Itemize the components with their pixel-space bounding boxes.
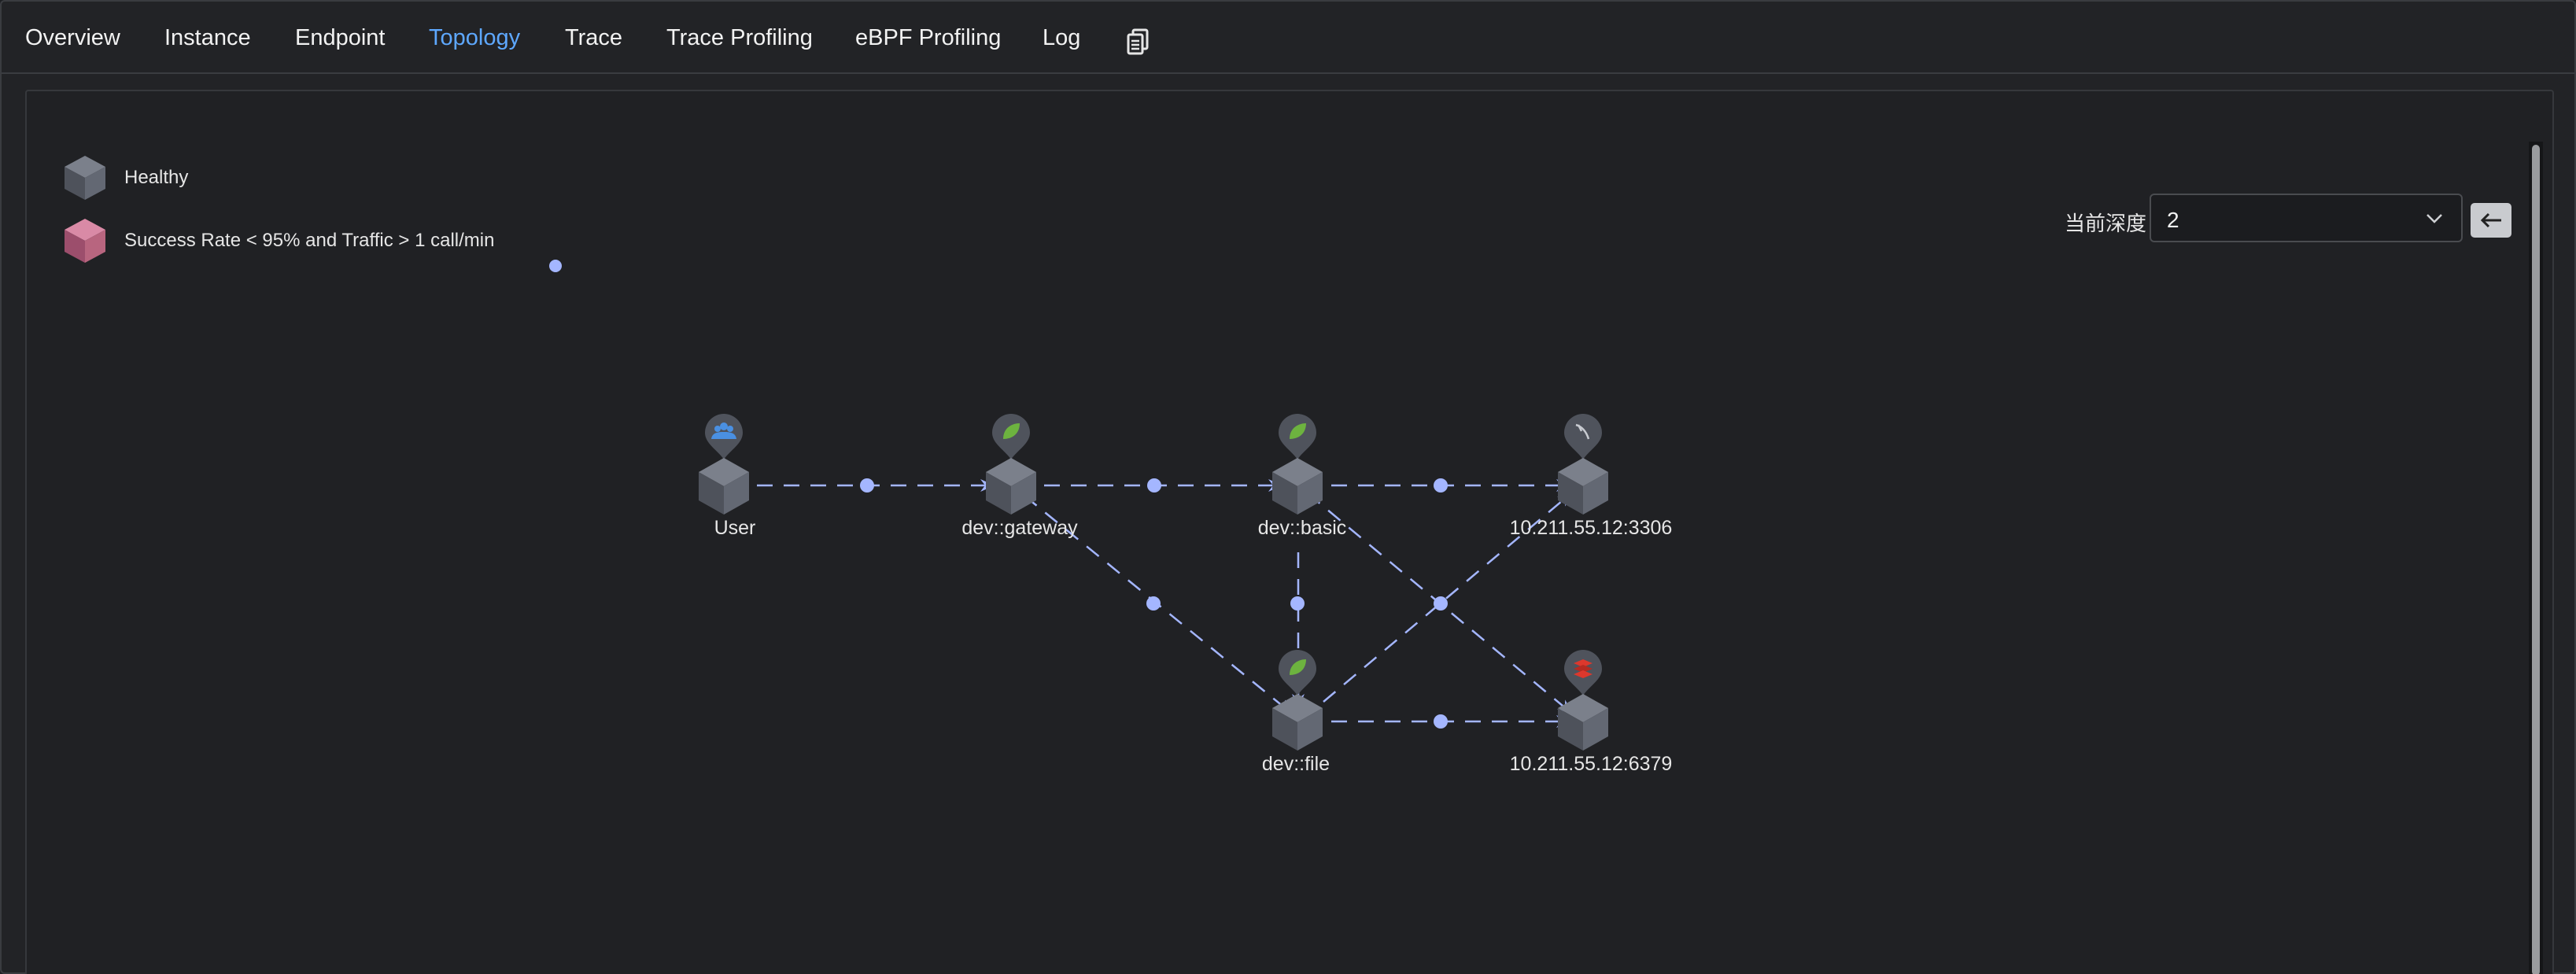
node-gateway-label: dev::gateway bbox=[961, 517, 1078, 539]
node-redis-label: 10.211.55.12:6379 bbox=[1510, 753, 1673, 775]
spring-leaf-icon bbox=[1290, 423, 1306, 439]
depth-label: 当前深度 bbox=[2065, 212, 2147, 235]
healthy-cube-icon bbox=[65, 156, 105, 200]
node-basic-cube bbox=[1272, 458, 1323, 515]
copy-document-icon[interactable] bbox=[1127, 28, 1149, 55]
node-gateway[interactable]: dev::gateway bbox=[961, 414, 1078, 539]
back-button[interactable] bbox=[2471, 203, 2511, 238]
arrow-left-icon bbox=[2480, 212, 2501, 228]
tab-ebpf-profiling[interactable]: eBPF Profiling bbox=[855, 25, 1002, 50]
floating-node-dot[interactable] bbox=[549, 260, 562, 272]
node-file-label: dev::file bbox=[1262, 753, 1330, 775]
node-redis[interactable]: 10.211.55.12:6379 bbox=[1510, 650, 1673, 775]
users-icon bbox=[711, 422, 736, 439]
scrollbar-thumb[interactable] bbox=[2532, 145, 2540, 974]
node-user-cube bbox=[699, 458, 749, 515]
edge-file-mysql[interactable] bbox=[1323, 492, 1573, 703]
node-redis-cube bbox=[1558, 694, 1608, 751]
edge-midpoint-basic-mysql[interactable] bbox=[1434, 478, 1448, 493]
node-file-cube bbox=[1272, 694, 1323, 751]
node-basic-label: dev::basic bbox=[1258, 517, 1347, 539]
tab-topology[interactable]: Topology bbox=[429, 25, 521, 50]
edge-midpoint-gateway-file[interactable] bbox=[1146, 596, 1161, 611]
topology-panel bbox=[25, 90, 2554, 974]
node-gateway-cube bbox=[986, 458, 1036, 515]
edge-midpoint-basic-file[interactable] bbox=[1290, 596, 1305, 611]
legend-healthy-label: Healthy bbox=[124, 167, 189, 188]
depth-select[interactable]: 2 bbox=[2150, 194, 2463, 242]
edge-midpoint-gateway-basic[interactable] bbox=[1147, 478, 1161, 493]
node-basic[interactable]: dev::basic bbox=[1258, 414, 1347, 539]
node-mysql-label: 10.211.55.12:3306 bbox=[1510, 517, 1673, 539]
legend-unhealthy-label: Success Rate < 95% and Traffic > 1 call/… bbox=[124, 230, 495, 251]
edge-midpoint-file-redis[interactable] bbox=[1434, 714, 1448, 729]
legend-healthy: Healthy bbox=[63, 154, 188, 201]
node-user-label: User bbox=[714, 517, 756, 539]
tab-log[interactable]: Log bbox=[1043, 25, 1081, 50]
tab-endpoint[interactable]: Endpoint bbox=[295, 25, 386, 50]
unhealthy-cube-icon bbox=[65, 219, 105, 263]
redis-icon bbox=[1574, 659, 1592, 678]
node-user[interactable]: User bbox=[699, 414, 755, 539]
tab-overview[interactable]: Overview bbox=[25, 25, 120, 50]
tab-bar: Overview Instance Endpoint Topology Trac… bbox=[2, 2, 2574, 74]
node-mysql-pin bbox=[1564, 414, 1602, 459]
edge-midpoint-user-gateway[interactable] bbox=[860, 478, 874, 493]
edge-midpoint-basic-redis[interactable] bbox=[1434, 596, 1448, 611]
node-mysql-cube bbox=[1558, 458, 1608, 515]
tab-trace[interactable]: Trace bbox=[565, 25, 623, 50]
spring-leaf-icon bbox=[1003, 423, 1020, 439]
spring-leaf-icon bbox=[1290, 659, 1306, 675]
mysql-dolphin-icon bbox=[1575, 423, 1590, 440]
tab-instance[interactable]: Instance bbox=[164, 25, 251, 50]
tab-trace-profiling[interactable]: Trace Profiling bbox=[666, 25, 813, 50]
chevron-down-icon bbox=[2427, 214, 2442, 223]
vertical-scrollbar[interactable] bbox=[2529, 142, 2543, 974]
node-mysql[interactable]: 10.211.55.12:3306 bbox=[1510, 414, 1673, 539]
depth-value: 2 bbox=[2167, 208, 2179, 232]
node-file[interactable]: dev::file bbox=[1262, 650, 1330, 775]
legend-unhealthy: Success Rate < 95% and Traffic > 1 call/… bbox=[63, 217, 494, 264]
